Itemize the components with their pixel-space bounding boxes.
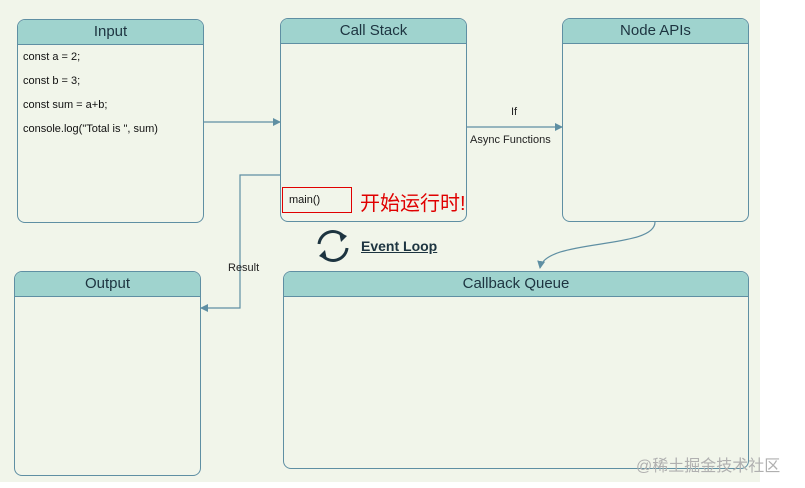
code-line-1: const a = 2; <box>23 51 81 63</box>
callback-queue-title: Callback Queue <box>284 272 748 297</box>
output-box: Output <box>14 271 201 476</box>
code-line-4: console.log("Total is ", sum) <box>23 123 158 135</box>
arrow-callstack-to-output <box>200 174 280 312</box>
run-annotation: 开始运行时! <box>360 193 466 215</box>
edge-label-async-functions: Async Functions <box>470 134 551 146</box>
edge-label-result: Result <box>228 262 260 274</box>
code-line-2: const b = 3; <box>23 75 81 87</box>
node-apis-title: Node APIs <box>563 19 748 44</box>
call-stack-box: Call Stack <box>280 18 467 222</box>
sync-icon <box>317 230 349 262</box>
node-apis-box: Node APIs <box>562 18 749 222</box>
watermark: @稀土掘金技术社区 <box>636 458 781 475</box>
output-title: Output <box>15 272 200 297</box>
input-box: Input const a = 2; const b = 3; const su… <box>17 19 204 223</box>
arrow-nodeapis-to-callbackqueue <box>537 221 656 269</box>
event-loop-label: Event Loop <box>361 238 438 254</box>
code-line-3: const sum = a+b; <box>23 99 108 111</box>
callback-queue-box: Callback Queue <box>283 271 749 469</box>
call-stack-title: Call Stack <box>281 19 466 44</box>
call-stack-frame-main: main() <box>282 187 352 213</box>
input-title: Input <box>18 20 203 45</box>
edge-label-if: If <box>511 106 518 118</box>
